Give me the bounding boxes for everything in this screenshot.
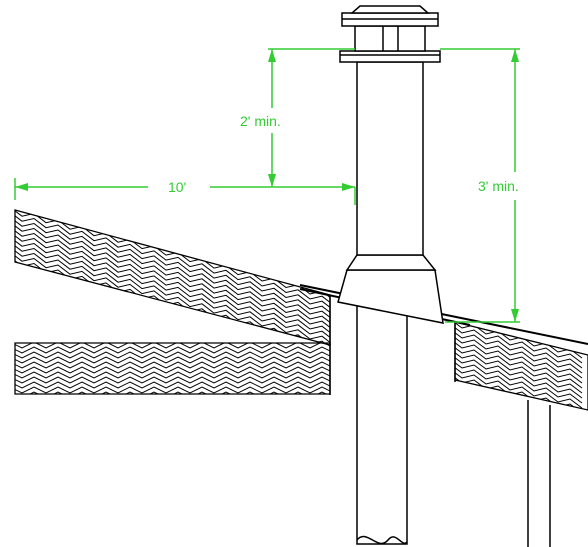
wood-grain-line (15, 246, 330, 341)
dimension-horizontal-10ft (14, 178, 356, 205)
dimension-vertical-3ft (440, 48, 520, 323)
support-post (527, 400, 551, 547)
wood-grain-line (15, 346, 330, 354)
vent-cap (339, 5, 441, 63)
lower-ceiling-beam (14, 342, 331, 395)
wood-grain-line (15, 343, 330, 349)
wood-grain-line (15, 356, 330, 364)
wood-grain-line (15, 351, 330, 359)
wood-grain-line (15, 381, 330, 389)
wood-grain-line (455, 368, 583, 409)
wood-grain-line (15, 216, 330, 311)
right-roof-rafter (454, 321, 588, 411)
wood-grain-line (15, 211, 330, 306)
wood-grain-line (15, 210, 330, 301)
wood-grain-line (15, 361, 330, 369)
vent-pipe (337, 61, 444, 545)
wood-grain-line (455, 343, 583, 384)
wood-grain-line (15, 241, 330, 336)
wood-grain-line (455, 328, 583, 369)
wood-grain-line (15, 386, 330, 394)
wood-grain-line (455, 373, 583, 410)
wood-grain-line (15, 236, 330, 331)
wood-grain-line (455, 353, 583, 394)
wood-grain-line (455, 363, 583, 404)
wood-grain-line (455, 358, 583, 399)
wood-grain-line (15, 221, 330, 316)
dimension-label-2ft-min: 2' min. (240, 113, 281, 129)
dimension-label-10ft: 10' (168, 179, 186, 195)
wood-grain-line (15, 251, 330, 345)
wood-grain-line (455, 338, 583, 379)
wood-grain-line (15, 231, 330, 326)
roof-opening-framing (329, 295, 456, 395)
wood-grain-line (455, 333, 583, 374)
upper-roof-rafter (14, 209, 331, 346)
wood-grain-line (455, 323, 583, 364)
dimension-vertical-2ft (268, 48, 355, 187)
wood-grain-line (15, 376, 330, 384)
wood-grain-line (15, 371, 330, 379)
dimension-label-3ft-min: 3' min. (478, 178, 519, 194)
wood-grain-line (455, 348, 583, 389)
wood-grain-line (15, 366, 330, 374)
wood-grain-line (15, 226, 330, 321)
